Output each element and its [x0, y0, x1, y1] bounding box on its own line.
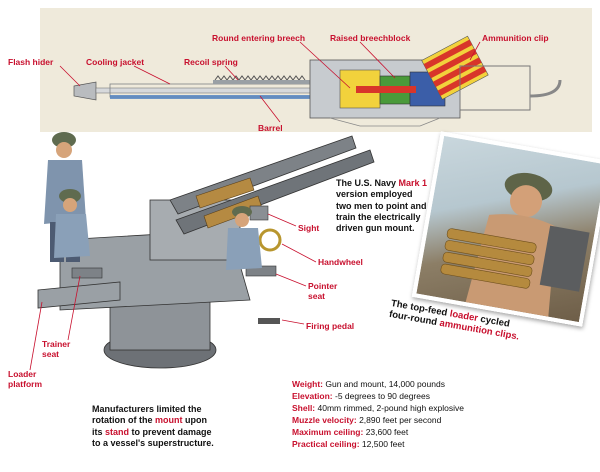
spec-practical-ceiling-value: 12,500 feet	[359, 439, 405, 450]
manufacturers-stand: stand	[105, 426, 130, 437]
label-trainer-seat: Trainer seat	[42, 339, 71, 360]
manufacturers-mount: mount	[155, 415, 183, 426]
spec-practical-ceiling: Practical ceiling: 12,500 feet	[292, 438, 592, 450]
spec-maximum-ceiling: Maximum ceiling: 23,600 feet	[292, 426, 592, 438]
spec-elevation-value: -5 degrees to 90 degrees	[332, 391, 430, 402]
label-flash-hider: Flash hider	[8, 57, 54, 67]
spec-shell-value: 40mm rimmed, 2-pound high explosive	[315, 403, 464, 414]
loader-platform-shape	[37, 281, 121, 309]
label-barrel: Barrel	[258, 123, 283, 133]
label-loader-platform-line2: platform	[8, 378, 42, 389]
firing-pedal-shape	[258, 318, 280, 324]
manufacturers-l3a: its	[92, 426, 106, 437]
spec-shell: Shell: 40mm rimmed, 2-pound high explosi…	[292, 402, 592, 414]
navy-text-mark1: Mark 1	[398, 178, 428, 188]
spec-weight-key: Weight:	[292, 379, 324, 389]
label-pointer-seat-line1: Pointer	[308, 281, 338, 291]
navy-text-l3: two men to point and	[336, 200, 427, 211]
spec-muzzle-velocity-value: 2,890 feet per second	[356, 415, 442, 426]
label-cooling-jacket: Cooling jacket	[86, 57, 145, 67]
flash-hider-shape	[73, 81, 97, 101]
navy-text-l5: driven gun mount.	[336, 223, 415, 233]
spec-maximum-ceiling-key: Maximum ceiling:	[292, 427, 364, 438]
top-leader-lines	[59, 41, 481, 123]
label-pointer-seat-line2: seat	[308, 290, 326, 301]
crew-pointer-figure	[226, 206, 262, 270]
manufacturers-l3c: to prevent damage	[129, 426, 212, 437]
gun-mount-illustration	[37, 132, 375, 369]
lower-leader-lines	[29, 213, 317, 371]
label-round-entering-breech: Round entering breech	[212, 33, 306, 43]
manufacturers-l2a: rotation of the	[92, 415, 155, 426]
label-firing-pedal: Firing pedal	[306, 321, 355, 331]
manufacturers-l1: Manufacturers limited the	[92, 404, 202, 414]
spec-weight: Weight: Gun and mount, 14,000 pounds	[292, 378, 592, 390]
spring-housing	[213, 80, 313, 84]
label-handwheel: Handwheel	[318, 257, 363, 267]
label-ammunition-clip: Ammunition clip	[482, 33, 549, 43]
label-loader-platform-line1: Loader	[8, 369, 37, 379]
recoil-spring-coil-upper	[195, 177, 255, 209]
label-raised-breechblock: Raised breechblock	[330, 33, 411, 43]
loader-photo-art	[440, 172, 590, 317]
manufacturers-text: Manufacturers limited the rotation of th…	[92, 404, 272, 449]
label-trainer-seat-line2: seat	[42, 348, 60, 359]
ammunition-clip-shape	[421, 35, 489, 100]
handwheel-shape	[258, 228, 282, 252]
spec-elevation-key: Elevation:	[292, 391, 333, 402]
manufacturers-l4: to a vessel's superstructure.	[92, 437, 214, 448]
label-trainer-seat-line1: Trainer	[42, 339, 71, 349]
navy-text-l4: train the electrically	[336, 211, 421, 222]
mount-base	[109, 299, 211, 351]
sight-shape	[249, 205, 269, 221]
label-recoil-spring: Recoil spring	[184, 57, 238, 67]
label-sight: Sight	[298, 223, 320, 233]
crew-trainer-figure	[54, 189, 90, 258]
round-in-breech	[356, 86, 416, 93]
rear-handle	[529, 79, 562, 98]
spec-maximum-ceiling-value: 23,600 feet	[363, 427, 409, 438]
navy-text-l1a: The U.S. Navy	[336, 178, 399, 188]
rear-frame	[459, 65, 531, 111]
spec-elevation: Elevation: -5 degrees to 90 degrees	[292, 390, 592, 402]
recoil-spring-shape	[214, 75, 306, 81]
coolant-channel	[110, 95, 310, 99]
navy-text-l2: version employed	[336, 189, 413, 200]
spec-muzzle-velocity-key: Muzzle velocity:	[292, 415, 357, 426]
loader-photo	[411, 131, 600, 327]
spec-muzzle-velocity: Muzzle velocity: 2,890 feet per second	[292, 414, 592, 426]
label-loader-platform: Loader platform	[8, 369, 42, 390]
spec-weight-value: Gun and mount, 14,000 pounds	[323, 379, 445, 389]
barrel-cutaway	[73, 35, 562, 127]
trainer-seat-shape	[71, 267, 103, 279]
label-pointer-seat: Pointer seat	[308, 281, 338, 302]
navy-mark1-text: The U.S. Navy Mark 1 version employed tw…	[336, 178, 446, 234]
spec-practical-ceiling-key: Practical ceiling:	[292, 439, 360, 450]
manufacturers-l2c: upon	[182, 415, 207, 426]
specs-list: Weight: Gun and mount, 14,000 pounds Ele…	[292, 378, 592, 450]
cutaway-mount-outline	[329, 117, 441, 127]
spec-shell-key: Shell:	[292, 403, 316, 414]
